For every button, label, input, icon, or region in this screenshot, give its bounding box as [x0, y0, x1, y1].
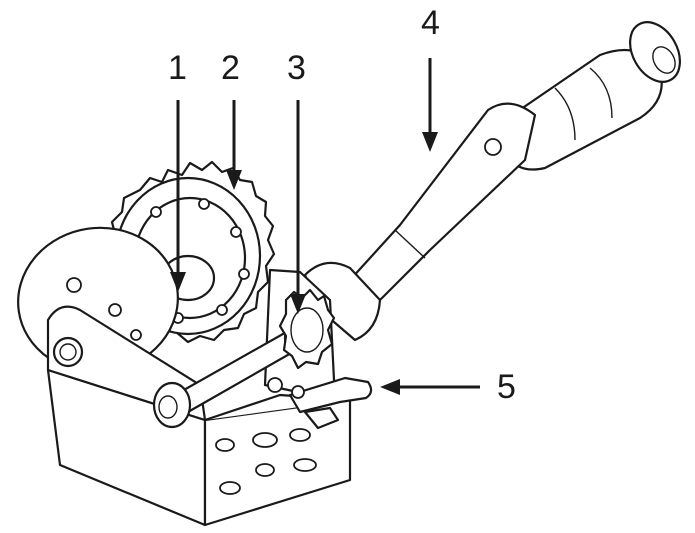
callout-arrow-4 [422, 58, 438, 152]
callout-arrow-3 [290, 100, 306, 314]
callout-label-1: 1 [168, 49, 187, 87]
callout-label-5: 5 [497, 368, 516, 406]
ratchet-pawl-lever [288, 376, 373, 430]
crank-handle [303, 21, 681, 342]
callout-label-3: 3 [287, 49, 306, 87]
pinion-gear-and-shaft [152, 288, 336, 429]
callout-label-2: 2 [221, 49, 240, 87]
callout-arrow-5 [380, 379, 480, 395]
callout-arrow-1 [170, 100, 186, 292]
callout-label-4: 4 [421, 4, 440, 42]
callout-arrow-2 [226, 100, 242, 190]
